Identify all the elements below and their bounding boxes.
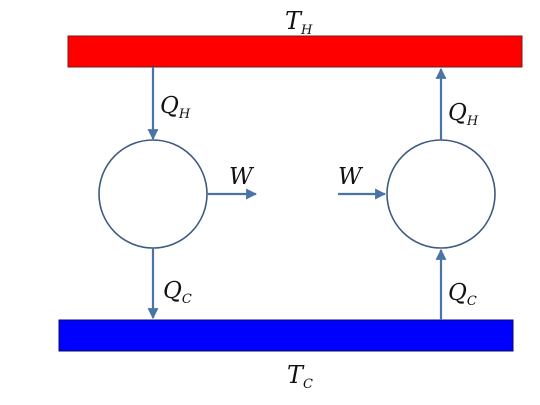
cold-reservoir-label: TC bbox=[287, 361, 313, 392]
refrigerator-work-label: W bbox=[338, 164, 364, 190]
engine-circle bbox=[98, 139, 208, 249]
engine-work-label: W bbox=[229, 164, 255, 190]
hot-reservoir-label: TH bbox=[285, 7, 313, 38]
hot-reservoir-bar bbox=[67, 35, 523, 68]
engine-heat-out-label: QC bbox=[163, 278, 192, 307]
cold-reservoir-bar bbox=[58, 319, 514, 352]
refrigerator: QH QC W bbox=[338, 67, 496, 320]
refrigerator-heat-out-label: QH bbox=[448, 100, 479, 129]
refrigerator-circle bbox=[386, 139, 496, 249]
refrigerator-heat-in-label: QC bbox=[448, 280, 477, 309]
heat-engine: QH QC W bbox=[98, 67, 258, 320]
engine-heat-in-label: QH bbox=[160, 93, 191, 122]
